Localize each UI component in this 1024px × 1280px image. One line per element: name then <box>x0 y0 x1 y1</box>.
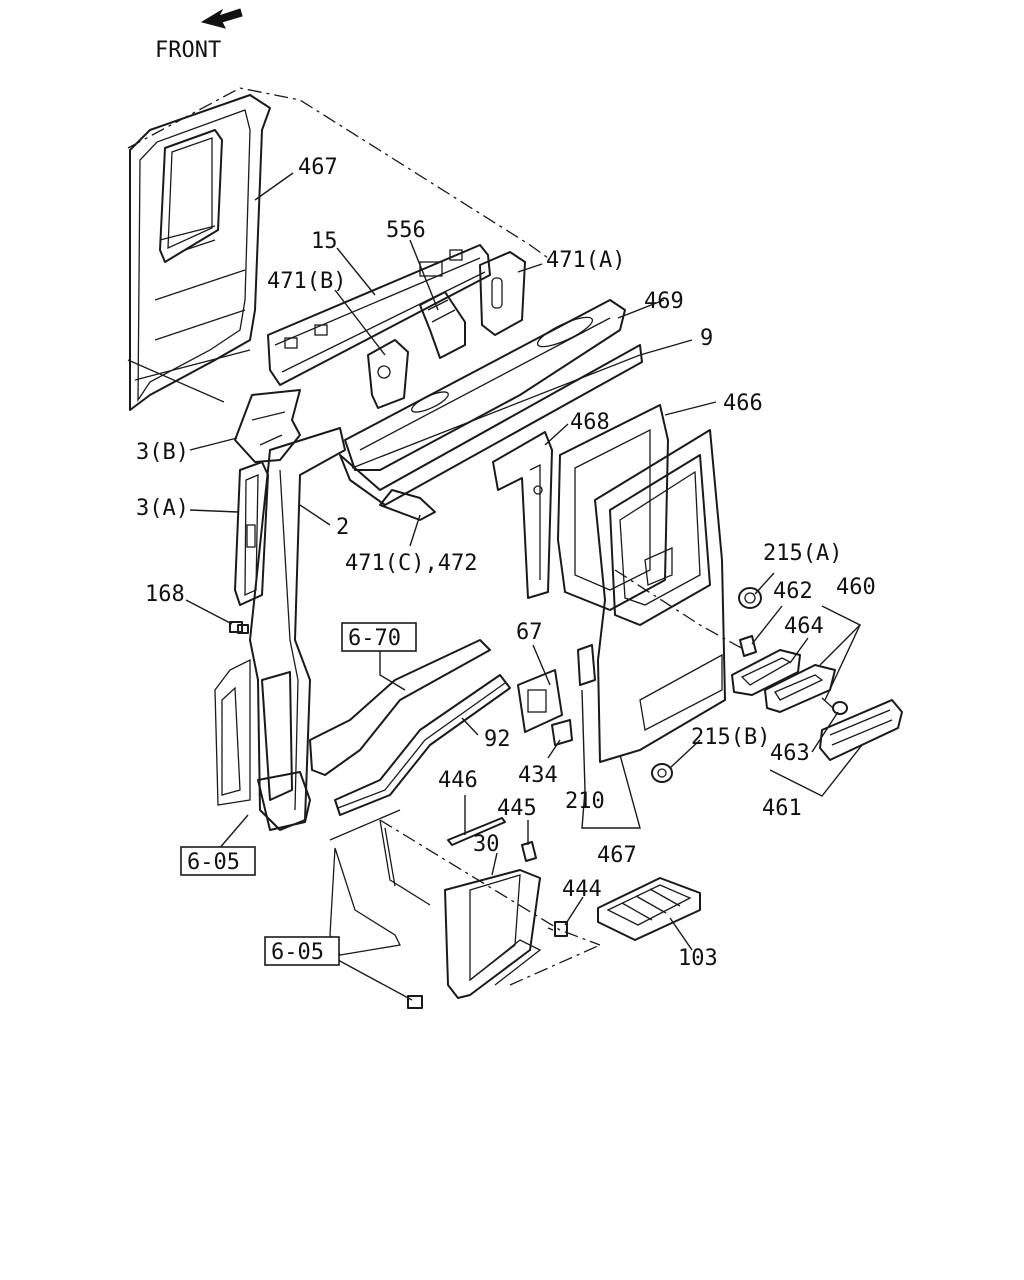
callout-434: 434 <box>518 763 558 788</box>
part-b-pillar <box>249 427 346 831</box>
callout-471a: 471(A) <box>546 248 625 273</box>
part-466-inner-panel <box>557 404 669 611</box>
part-446-rod <box>447 817 506 846</box>
callout-461: 461 <box>762 796 802 821</box>
part-467-side-panel <box>594 429 726 763</box>
callout-3a: 3(A) <box>136 496 189 521</box>
part-rear-quarter-panel <box>127 94 271 411</box>
callout-471b: 471(B) <box>267 269 346 294</box>
part-rear-header <box>339 299 643 521</box>
callout-463: 463 <box>770 741 810 766</box>
guide-line-floor <box>509 944 601 986</box>
callout-103: 103 <box>678 946 718 971</box>
guide-line-roof <box>127 87 549 259</box>
part-210-strip <box>577 644 596 686</box>
screw-463-icon <box>821 697 848 715</box>
callout-471c-472: 471(C),472 <box>345 551 477 576</box>
callout-3b: 3(B) <box>136 440 189 465</box>
callout-215b: 215(B) <box>691 725 770 750</box>
callout-67: 67 <box>516 620 543 645</box>
callout-2: 2 <box>336 515 349 540</box>
ref-6-70-label: 6-70 <box>348 626 401 651</box>
part-103-step-pad <box>597 877 701 941</box>
callout-468: 468 <box>570 410 610 435</box>
part-wheelhouse-outline <box>329 809 431 956</box>
callout-464: 464 <box>784 614 824 639</box>
part-3a-pillar-trim <box>234 461 269 606</box>
part-lower-quarter-outline <box>214 658 251 806</box>
part-471a-bracket <box>479 251 526 336</box>
part-462-clip <box>739 635 757 657</box>
callout-467-top: 467 <box>298 155 338 180</box>
part-445-clip <box>521 841 537 862</box>
callout-15: 15 <box>311 229 338 254</box>
part-92-sill <box>309 639 511 816</box>
callout-460: 460 <box>836 575 876 600</box>
callout-92: 92 <box>484 727 511 752</box>
leader-lines <box>185 172 863 1001</box>
part-461-vent <box>819 699 903 761</box>
part-556-bracket <box>419 291 466 359</box>
callout-446: 446 <box>438 768 478 793</box>
guide-line-rear <box>614 569 746 651</box>
callout-462: 462 <box>773 579 813 604</box>
front-label: FRONT <box>155 38 221 63</box>
part-30-step-box <box>444 869 542 999</box>
callout-30: 30 <box>473 832 500 857</box>
callout-215a: 215(A) <box>763 541 842 566</box>
grommet-215a-icon <box>738 587 762 609</box>
callout-469: 469 <box>644 289 684 314</box>
bolt-lower-icon <box>407 995 423 1009</box>
callouts: 467 15 556 471(A) 471(B) 469 9 466 468 3… <box>136 155 876 971</box>
callout-210: 210 <box>565 789 605 814</box>
bolt-444-icon <box>547 921 568 937</box>
callout-168: 168 <box>145 582 185 607</box>
ref-6-05-a-label: 6-05 <box>187 850 240 875</box>
ref-box-6-70: 6-70 <box>341 622 417 652</box>
part-roof-rail <box>267 244 491 409</box>
ref-box-6-05-a: 6-05 <box>180 846 256 876</box>
part-464-gasket <box>731 649 801 696</box>
front-arrow-icon <box>200 8 243 29</box>
part-468-bracket <box>492 431 553 599</box>
callout-444: 444 <box>562 877 602 902</box>
callout-9: 9 <box>700 326 713 351</box>
callout-467-bottom: 467 <box>597 843 637 868</box>
ref-6-05-b-label: 6-05 <box>271 940 324 965</box>
grommet-215b-icon <box>651 763 673 783</box>
part-460-gasket <box>764 664 836 713</box>
part-3b-corner <box>234 389 301 463</box>
ref-box-6-05-b: 6-05 <box>264 936 340 966</box>
bolt-168-icon <box>229 621 249 634</box>
part-67-bracket <box>517 669 563 733</box>
callout-445: 445 <box>497 796 537 821</box>
callout-556: 556 <box>386 218 426 243</box>
callout-466: 466 <box>723 391 763 416</box>
part-434-clip <box>551 719 573 746</box>
guide-line-step <box>379 819 601 946</box>
